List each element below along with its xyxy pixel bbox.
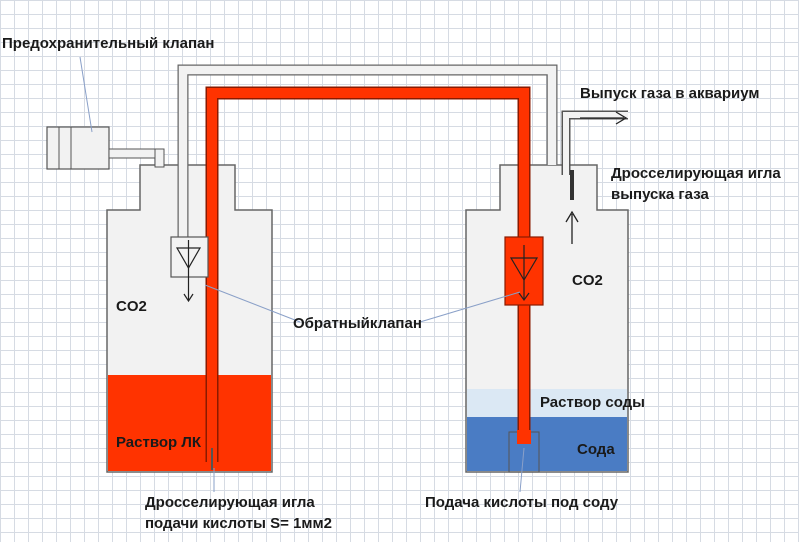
throttle-in-label-line1: Дросселирующая игла [145,494,315,511]
soda-solution-label: Раствор соды [540,394,645,411]
safety-valve [46,126,165,170]
check-valve-right [504,236,544,306]
throttle-out-label-line1: Дросселирующая игла [611,165,781,182]
outlet-arrow-icon [580,111,628,125]
acid-outlet-tip [517,430,531,444]
acid-solution-liquid [108,375,271,471]
left-bottle [106,164,273,473]
soda-label: Сода [577,441,615,458]
pointer-lines [79,56,525,493]
acid-solution-label: Раствор ЛК [116,434,202,451]
co2-left-label: CO2 [116,298,147,315]
gas-tube-inner [178,65,557,240]
right-bottle [465,164,629,473]
outlet-needle [570,170,574,200]
acid-feed-label: Подача кислоты под соду [425,494,619,511]
gas-outlet-label: Выпуск газа в аквариум [580,85,760,102]
throttle-in-label-line2: подачи кислоты S= 1мм2 [145,515,332,532]
soda-solution-layer [467,389,627,417]
safety-valve-label: Предохранительный клапан [2,35,215,52]
safety-valve-body [46,126,110,170]
check-valve-left [170,236,209,303]
gas-outlet [561,110,628,244]
throttle-out-label-line2: выпуска газа [611,186,709,203]
soda-layer [467,417,627,471]
check-valve-left-body [170,236,209,278]
needle-up-arrow-icon [565,210,579,244]
co2-right-label: CO2 [572,272,603,289]
check-valve-label: Обратныйклапан [293,315,422,332]
gas-tube [177,64,558,240]
